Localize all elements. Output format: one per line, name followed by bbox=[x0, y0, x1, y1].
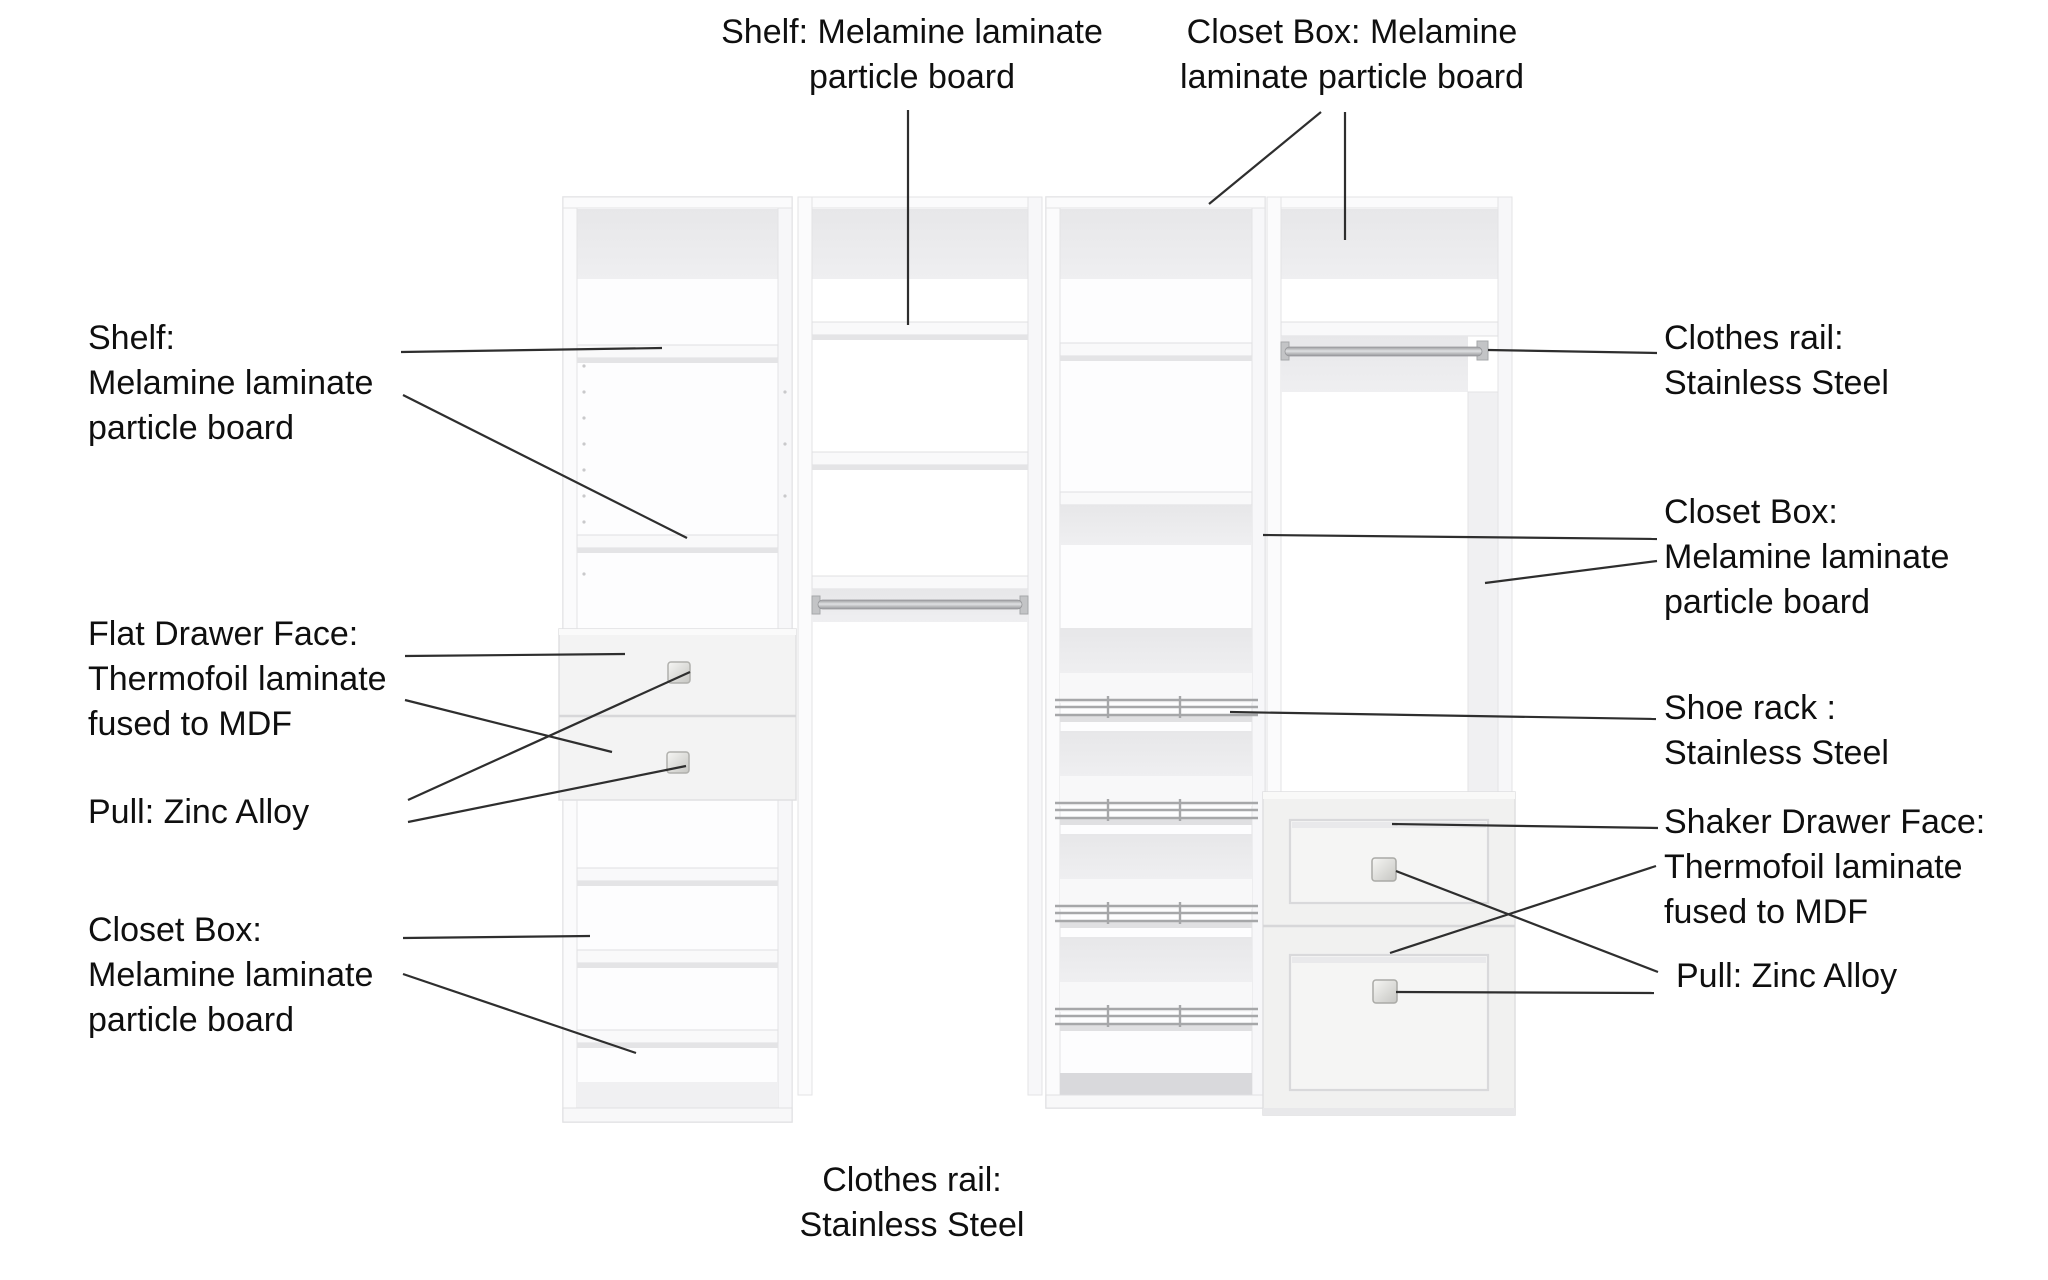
label-line: Pull: Zinc Alloy bbox=[88, 793, 310, 831]
bottom-shadow bbox=[1263, 1108, 1515, 1115]
leader-line-flat-drawer-face bbox=[404, 698, 613, 754]
shelf bbox=[1059, 342, 1253, 506]
back-panel bbox=[1281, 336, 1468, 392]
shoe-rack-shelf bbox=[1055, 731, 1258, 825]
back-panel bbox=[1060, 209, 1252, 279]
leader-line-pull-right bbox=[1395, 990, 1655, 995]
label-clothes-rail-right: Clothes rail: Stainless Steel bbox=[1664, 316, 1889, 406]
shelf bbox=[576, 344, 779, 553]
shaker-drawer-box bbox=[1262, 791, 1516, 1116]
leader-line-pull-left bbox=[407, 764, 687, 824]
leader-line-pull-left bbox=[407, 670, 691, 802]
label-line: Melamine laminate bbox=[88, 956, 374, 994]
label-line: Shelf: bbox=[88, 319, 175, 357]
label-line: particle board bbox=[1664, 583, 1871, 621]
top-panel bbox=[1045, 196, 1266, 209]
label-line: Thermofoil laminate bbox=[88, 660, 387, 698]
back-panel bbox=[1281, 209, 1498, 279]
label-line: laminate particle board bbox=[1180, 58, 1524, 96]
leader-line-closet-box-left bbox=[402, 934, 591, 940]
leader-line-closet-box-left bbox=[402, 972, 637, 1055]
leader-line-shelf-left bbox=[402, 394, 688, 539]
label-line: Thermofoil laminate bbox=[1664, 848, 1963, 886]
label-line: Pull: Zinc Alloy bbox=[1676, 957, 1898, 995]
back-panel bbox=[577, 209, 778, 279]
leader-line-shoe-rack bbox=[1229, 710, 1657, 721]
side-panel-inner bbox=[1467, 391, 1499, 793]
bottom-panel bbox=[562, 1107, 793, 1123]
label-line: Closet Box: bbox=[88, 911, 262, 949]
label-line: Clothes rail: bbox=[1664, 319, 1844, 357]
shoe-rack-shelf bbox=[1055, 834, 1258, 928]
shoe-rack-shelves bbox=[1055, 628, 1258, 1031]
leader-line-pull-right bbox=[1395, 869, 1659, 974]
label-line: Melamine laminate bbox=[1664, 538, 1950, 576]
side-panel bbox=[1045, 207, 1061, 1109]
label-closet-box-top: Closet Box: Melamine laminate particle bo… bbox=[1180, 10, 1524, 100]
side-panel bbox=[1266, 196, 1282, 793]
label-line: fused to MDF bbox=[88, 705, 293, 743]
bottom-shadow bbox=[1060, 1073, 1252, 1095]
leader-line-closet-box-right bbox=[1262, 533, 1658, 541]
label-pull-right: Pull: Zinc Alloy bbox=[1676, 954, 1897, 999]
shelf bbox=[576, 867, 779, 1048]
label-flat-drawer-face: Flat Drawer Face: Thermofoil laminate fuse… bbox=[88, 612, 387, 747]
label-line: Clothes rail: bbox=[822, 1161, 1002, 1199]
label-shelf-left: Shelf: Melamine laminate particle board bbox=[88, 316, 373, 451]
label-line: Shelf: Melamine laminate bbox=[721, 13, 1103, 51]
top-panel bbox=[797, 196, 1043, 209]
top-panel bbox=[562, 196, 793, 209]
closet-box-left-tower bbox=[558, 196, 797, 1123]
leader-line-shaker-drawer-face bbox=[1391, 822, 1659, 830]
closet-box-middle-tower bbox=[797, 196, 1043, 1096]
label-pull-left: Pull: Zinc Alloy bbox=[88, 790, 309, 835]
shoe-rack-shelf bbox=[1055, 937, 1258, 1031]
clothes-rail bbox=[811, 595, 1029, 615]
leader-line-shelf-left bbox=[400, 346, 663, 354]
shoe-rack-tower bbox=[1045, 196, 1266, 1109]
shelf bbox=[811, 321, 1029, 590]
label-line: Closet Box: bbox=[1664, 493, 1838, 531]
peg-holes bbox=[582, 364, 787, 576]
shaker-drawer-face bbox=[1288, 818, 1490, 1092]
top-panel bbox=[1266, 196, 1513, 209]
leader-line-flat-drawer-face bbox=[404, 652, 626, 658]
label-line: Melamine laminate bbox=[88, 364, 374, 402]
label-line: Stainless Steel bbox=[799, 1206, 1025, 1244]
label-line: fused to MDF bbox=[1664, 893, 1869, 931]
leader-line-shaker-drawer-face bbox=[1389, 864, 1657, 955]
label-closet-box-left: Closet Box: Melamine laminate particle boa… bbox=[88, 908, 373, 1043]
leader-line-closet-box-top bbox=[1208, 111, 1322, 205]
side-panel bbox=[797, 196, 813, 1096]
label-line: Shaker Drawer Face: bbox=[1664, 803, 1986, 841]
side-panel bbox=[1027, 196, 1043, 1096]
shoe-rack-shelf bbox=[1055, 628, 1258, 722]
bottom-panel bbox=[1045, 1094, 1266, 1109]
label-line: Stainless Steel bbox=[1664, 734, 1889, 772]
side-panel bbox=[1497, 196, 1513, 793]
label-clothes-rail-bottom: Clothes rail: Stainless Steel bbox=[800, 1158, 1025, 1248]
leader-line-clothes-rail-right bbox=[1487, 348, 1658, 355]
label-closet-box-right: Closet Box: Melamine laminate particle boa… bbox=[1664, 490, 1949, 625]
back-panel bbox=[812, 209, 1028, 279]
label-shelf-top: Shelf: Melamine laminate particle board bbox=[721, 10, 1103, 100]
back-panel bbox=[1060, 505, 1252, 545]
bottom-interior bbox=[577, 1082, 778, 1108]
label-line: Closet Box: Melamine bbox=[1186, 13, 1518, 51]
label-line: particle board bbox=[88, 409, 295, 447]
shelf bbox=[1280, 321, 1499, 337]
label-line: particle board bbox=[808, 58, 1015, 96]
label-line: Stainless Steel bbox=[1664, 364, 1889, 402]
label-line: Flat Drawer Face: bbox=[88, 615, 359, 653]
hanging-drawer-tower bbox=[1262, 196, 1516, 1116]
label-shaker-drawer-face: Shaker Drawer Face: Thermofoil laminate fu… bbox=[1664, 800, 1985, 935]
leader-lines bbox=[400, 110, 1659, 1055]
clothes-rail bbox=[1280, 340, 1489, 361]
label-shoe-rack: Shoe rack : Stainless Steel bbox=[1664, 686, 1889, 776]
drawer-pull bbox=[1371, 857, 1398, 1004]
leader-line-closet-box-right bbox=[1484, 559, 1658, 585]
label-line: particle board bbox=[88, 1001, 295, 1039]
label-line: Shoe rack : bbox=[1664, 689, 1836, 727]
